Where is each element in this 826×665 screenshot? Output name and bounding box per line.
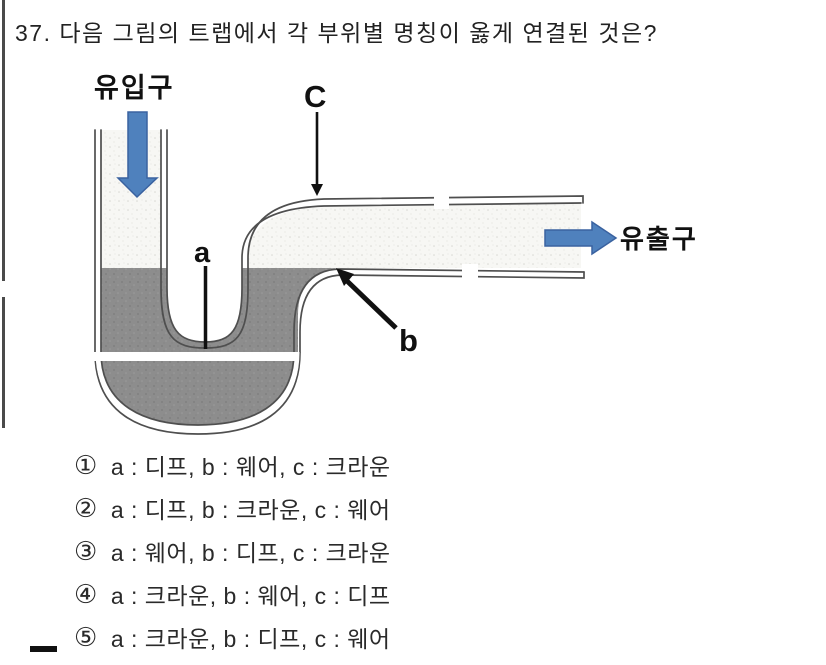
weir-pointer-line xyxy=(344,278,398,330)
scan-white-band xyxy=(88,352,298,361)
option-2[interactable]: ② a : 디프, b : 크라운, c : 웨어 xyxy=(74,492,554,524)
crown-pointer-head xyxy=(311,184,323,196)
outlet-flow-arrow xyxy=(544,220,618,256)
option-1-text: a : 디프, b : 웨어, c : 크라운 xyxy=(110,454,391,480)
dip-crown-wall-outer xyxy=(160,129,584,349)
label-a: a xyxy=(194,237,211,269)
option-4-number: ④ xyxy=(74,578,98,609)
scan-artifact-mark xyxy=(30,646,57,652)
weir-wall-upper xyxy=(293,268,585,353)
page-left-border xyxy=(2,297,5,428)
option-5-number: ⑤ xyxy=(74,621,98,652)
option-3-text: a : 웨어, b : 디프, c : 크라운 xyxy=(110,540,391,566)
bowl-outline-outer xyxy=(94,351,301,435)
outlet-pipe-interior xyxy=(248,204,581,268)
inlet-label: 유입구 xyxy=(94,73,175,103)
option-5-text: a : 크라운, b : 디프, c : 웨어 xyxy=(110,626,391,652)
option-1-number: ① xyxy=(74,449,98,480)
top-wall-break xyxy=(434,192,449,209)
weir-wall-lower xyxy=(299,271,585,353)
bowl-outline-inner xyxy=(100,351,295,426)
option-4-text: a : 크라운, b : 웨어, c : 디프 xyxy=(110,583,391,609)
weir-pointer-head xyxy=(336,268,354,286)
bottom-wall-break xyxy=(462,264,478,282)
option-3[interactable]: ③ a : 웨어, b : 디프, c : 크라운 xyxy=(74,535,554,567)
page-left-border xyxy=(2,0,5,281)
answer-options: ① a : 디프, b : 웨어, c : 크라운 ② a : 디프, b : … xyxy=(74,450,554,665)
dip-crown-wall-inner xyxy=(166,129,582,343)
option-4[interactable]: ④ a : 크라운, b : 웨어, c : 디프 xyxy=(74,578,554,610)
label-c: C xyxy=(304,79,326,114)
option-1[interactable]: ① a : 디프, b : 웨어, c : 크라운 xyxy=(74,449,554,481)
outlet-label: 유출구 xyxy=(620,224,698,254)
inlet-flow-arrow xyxy=(116,111,159,199)
option-2-number: ② xyxy=(74,492,98,523)
bowl-ring-white xyxy=(95,351,300,432)
option-2-text: a : 디프, b : 크라운, c : 웨어 xyxy=(110,497,391,523)
label-b: b xyxy=(399,323,418,358)
question-title: 37. 다음 그림의 트랩에서 각 부위별 명칭이 옳게 연결된 것은? xyxy=(15,20,658,46)
option-3-number: ③ xyxy=(74,535,98,566)
option-5[interactable]: ⑤ a : 크라운, b : 디프, c : 웨어 xyxy=(74,621,554,653)
water-bowl xyxy=(101,352,294,425)
